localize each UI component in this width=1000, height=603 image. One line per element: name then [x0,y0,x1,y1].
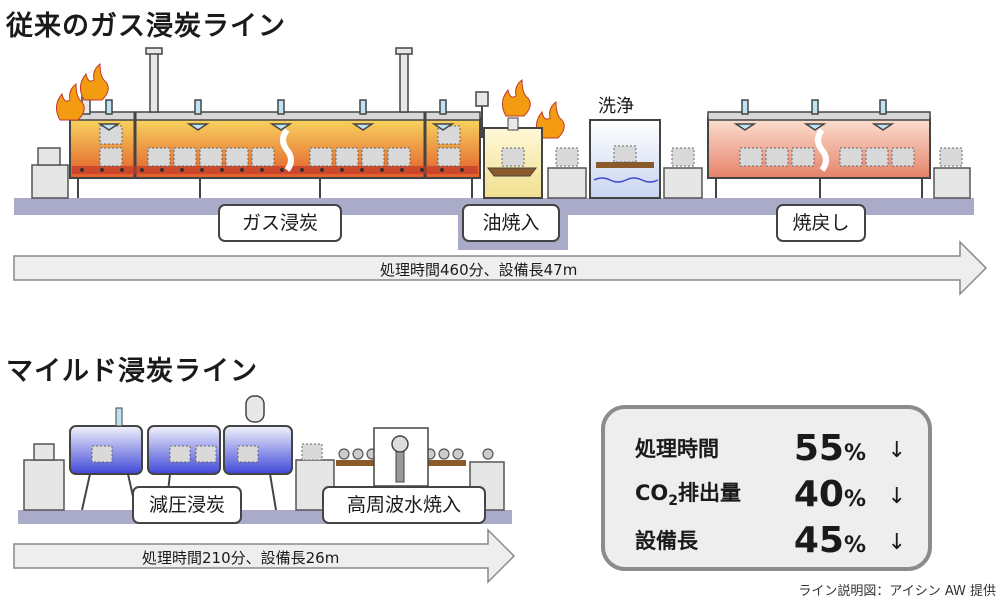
summary-value: 40% [794,474,866,515]
mild-equipment [23,395,505,511]
co2-subscript: 2 [668,493,679,509]
summary-row-co2-emission: CO2排出量 40% ↓ [635,469,906,515]
summary-label: CO2排出量 [635,477,741,509]
oil-quench-unit [475,91,543,199]
label-tempering: 焼戻し [776,204,866,242]
summary-number: 55 [793,428,844,469]
down-arrow-icon: ↓ [887,484,906,509]
summary-value: 55% [794,428,866,469]
percent-unit: % [843,441,866,466]
label-oil-quench: 油焼入 [462,204,560,242]
mild-time-arrow [13,528,516,584]
conventional-arrow-text: 処理時間460分、設備長47m [380,261,578,279]
summary-row-processing-time: 処理時間 55% ↓ [635,423,906,469]
summary-label: 設備長 [635,529,698,553]
down-arrow-icon: ↓ [887,438,906,463]
percent-unit: % [843,487,866,512]
down-arrow-icon: ↓ [887,530,906,555]
loader-left [31,147,69,199]
label-gas-carburizing: ガス浸炭 [218,204,342,242]
tempering-furnace [707,99,971,199]
conventional-time-arrow [13,240,988,296]
summary-value: 45% [794,520,866,561]
washing-unit [547,119,703,199]
summary-label: 処理時間 [635,437,719,461]
co2-label-tail: 排出量 [678,480,742,505]
co2-label: CO [635,480,669,505]
mild-line-title: マイルド浸炭ライン [6,356,258,387]
summary-number: 45 [793,520,844,561]
mild-arrow-text: 処理時間210分、設備長26m [142,549,340,567]
conventional-line-title: 従来のガス浸炭ライン [6,11,286,42]
label-washing: 洗浄 [598,96,634,117]
label-vacuum-carburizing: 減圧浸炭 [132,486,242,524]
reduction-summary-box: 処理時間 55% ↓ CO2排出量 40% ↓ 設備長 45% ↓ [601,405,932,571]
summary-row-equipment-length: 設備長 45% ↓ [635,515,906,561]
flame-icons [56,62,565,139]
gas-carburizing-furnace [69,47,481,198]
summary-number: 40 [793,474,844,515]
image-credit: ライン説明図：アイシン AW 提供 [798,584,996,599]
label-induction-quench: 高周波水焼入 [322,486,486,524]
percent-unit: % [843,533,866,558]
